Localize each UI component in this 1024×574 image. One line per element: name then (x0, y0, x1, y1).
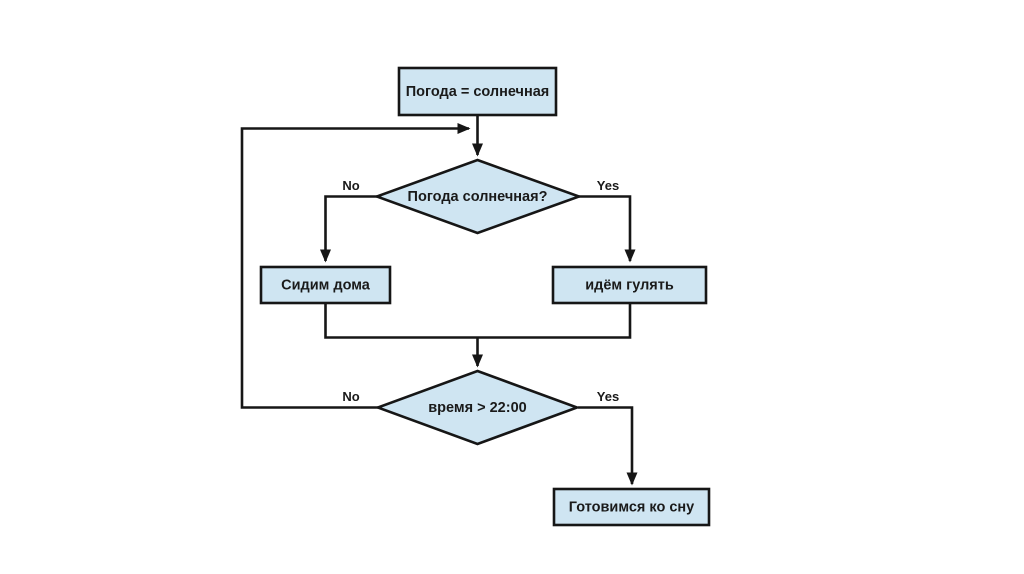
weather-yes-label: Yes (597, 178, 619, 193)
time-decision-shape (374, 369, 581, 446)
time-decision-label: время > 22:00 (428, 400, 526, 416)
go-walk-label: идём гулять (585, 278, 674, 294)
edge-time-yes-to-sleep (578, 406, 638, 486)
edge-time-no-loopback (240, 123, 471, 409)
edges (240, 115, 638, 486)
start-node-shape (397, 66, 558, 117)
edge-labels: No Yes No Yes (342, 178, 619, 404)
start-node-label: Погода = солнечная (406, 84, 550, 100)
stay-home-shape (259, 265, 392, 305)
node-decision-weather: Погода солнечная? (373, 158, 583, 235)
node-go-walk: идём гулять (551, 265, 708, 305)
edge-weather-no-to-stay-home (320, 195, 378, 263)
prepare-sleep-shape (552, 487, 711, 527)
stay-home-label: Сидим дома (281, 278, 371, 294)
node-stay-home: Сидим дома (259, 265, 392, 305)
edge-weather-yes-to-go-walk (578, 195, 636, 263)
prepare-sleep-label: Готовимся ко сну (569, 500, 695, 516)
go-walk-shape (551, 265, 708, 305)
edge-merge-bar (324, 303, 632, 339)
node-start: Погода = солнечная (397, 66, 558, 117)
node-prepare-sleep: Готовимся ко сну (552, 487, 711, 527)
time-yes-label: Yes (597, 389, 619, 404)
weather-decision-label: Погода солнечная? (408, 189, 548, 205)
time-no-label: No (342, 389, 359, 404)
weather-decision-shape (373, 158, 583, 235)
node-decision-time: время > 22:00 (374, 369, 581, 446)
weather-no-label: No (342, 178, 359, 193)
